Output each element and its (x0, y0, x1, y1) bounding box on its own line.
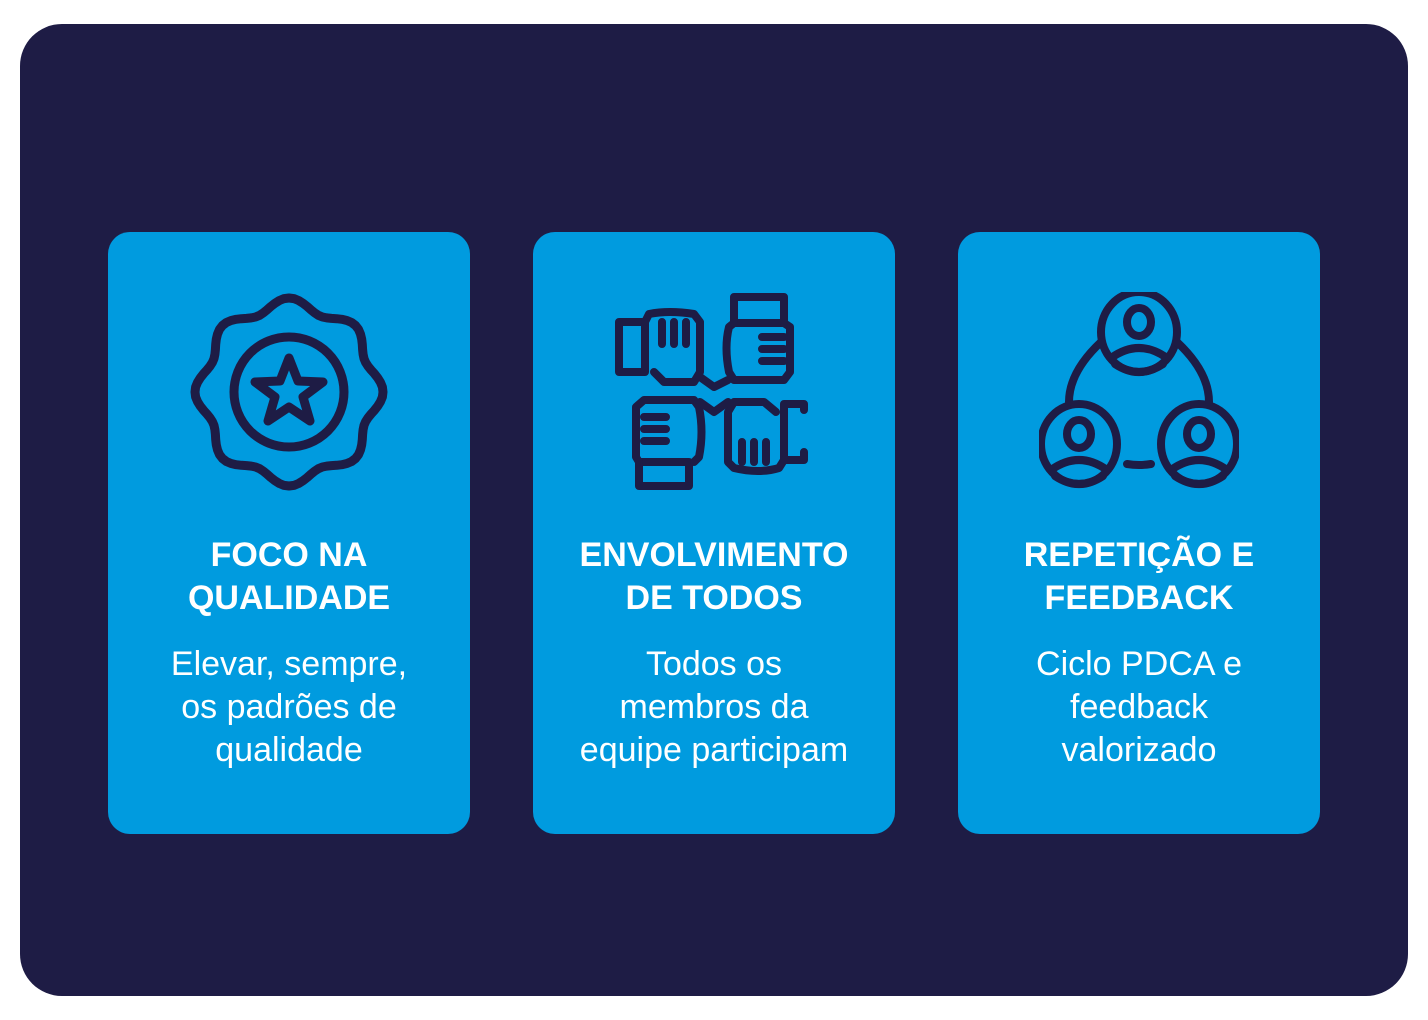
award-badge-star-icon (190, 293, 388, 491)
people-cycle-icon (1039, 292, 1239, 488)
teamwork-hands-icon (615, 293, 808, 490)
